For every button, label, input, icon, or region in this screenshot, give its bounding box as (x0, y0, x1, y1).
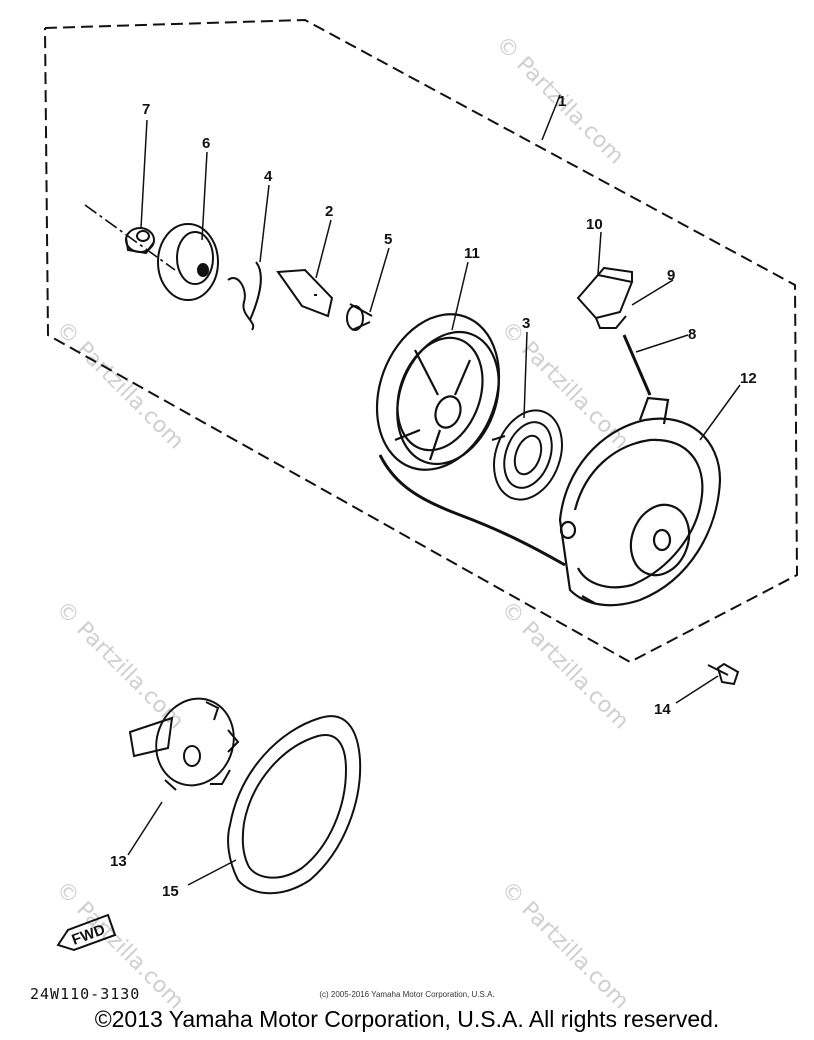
callout-10: 10 (586, 216, 603, 233)
plate-part-6 (157, 223, 219, 301)
callout-12: 12 (740, 370, 757, 387)
watermark: © Partzilla.com (51, 317, 189, 455)
callout-5: 5 (384, 231, 392, 248)
diagram-code: 24W110-3130 (30, 985, 141, 1003)
callout-9: 9 (667, 267, 675, 284)
callout-8: 8 (688, 326, 696, 343)
bushing-part-7 (125, 227, 155, 255)
recoil-spring-part-3 (491, 409, 563, 501)
starter-case-part-12 (558, 396, 722, 607)
callout-4: 4 (264, 168, 273, 185)
callout-6: 6 (202, 135, 210, 152)
callout-1: 1 (558, 93, 566, 110)
small-copyright: (c) 2005-2016 Yamaha Motor Corporation, … (319, 990, 495, 999)
callout-2: 2 (325, 203, 333, 220)
callout-3: 3 (522, 315, 530, 332)
pulley-part-11 (375, 313, 566, 567)
gasket-group-outline (84, 204, 176, 271)
callout-13: 13 (110, 853, 127, 870)
watermark: © Partzilla.com (496, 597, 634, 735)
spring-part-5 (346, 303, 373, 331)
watermarks: © Partzilla.com © Partzilla.com © Partzi… (51, 32, 634, 1015)
handle-part-10 (576, 266, 634, 329)
rope-part-8 (622, 334, 652, 396)
copyright-notice: ©2013 Yamaha Motor Corporation, U.S.A. A… (94, 1006, 720, 1032)
callout-7: 7 (142, 101, 150, 118)
gasket-part-15 (227, 715, 362, 895)
callout-15: 15 (162, 883, 179, 900)
drive-plate-part-13 (128, 697, 240, 791)
callout-14: 14 (654, 701, 671, 718)
assembly-outline (44, 18, 799, 664)
spring-clip-part-4 (227, 261, 262, 331)
callout-11: 11 (464, 245, 480, 262)
bolt-part-14 (707, 662, 740, 686)
leader-lines (127, 94, 741, 886)
pawl-part-2 (276, 268, 334, 318)
